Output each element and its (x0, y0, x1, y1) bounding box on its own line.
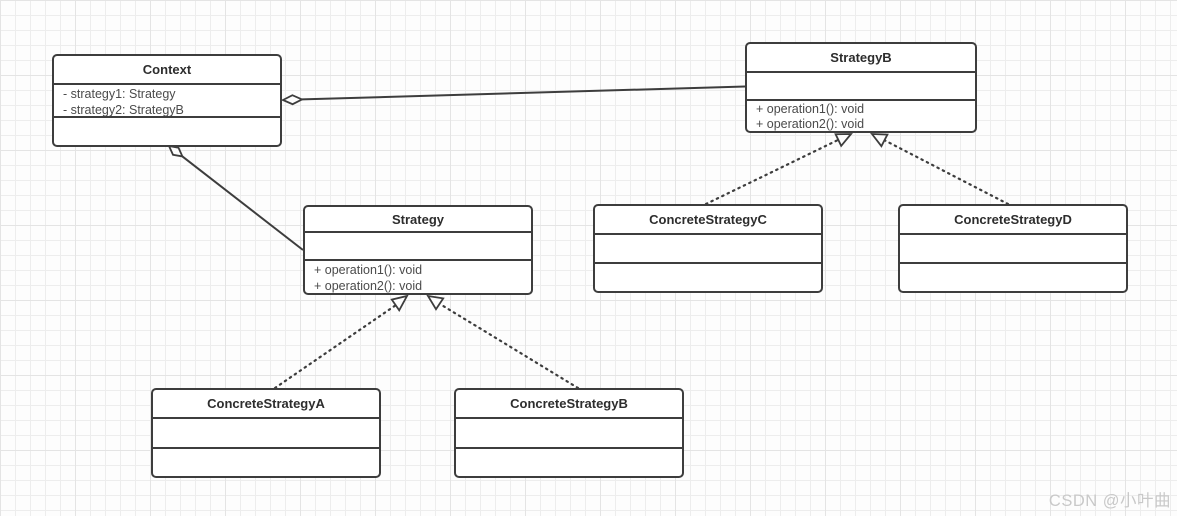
class-title: Context (142, 62, 192, 77)
edge-aggregation-context-strategyb[interactable] (280, 85, 746, 106)
class-method: + operation1(): void (756, 102, 865, 116)
class-title: ConcreteStrategyA (207, 396, 325, 411)
class-methods-compartment (900, 262, 1126, 291)
class-box-concretestrategyd[interactable]: ConcreteStrategyD (898, 204, 1128, 293)
class-box-concretestrategyc[interactable]: ConcreteStrategyC (593, 204, 823, 293)
class-attributes-compartment (900, 233, 1126, 262)
edge-aggregation-context-strategy[interactable] (167, 144, 304, 251)
class-methods-compartment: + operation1(): void + operation2(): voi… (305, 259, 531, 293)
aggregation-diamond (167, 144, 184, 158)
class-attribute: - strategy2: StrategyB (63, 103, 184, 116)
class-box-concretestrategyb[interactable]: ConcreteStrategyB (454, 388, 684, 478)
edge-realization-concretestrategyd-strategyb[interactable] (870, 133, 1010, 206)
class-method: + operation2(): void (314, 279, 423, 293)
class-methods-compartment (456, 447, 682, 476)
class-title: StrategyB (830, 50, 892, 65)
aggregation-diamond (280, 94, 305, 106)
edge-realization-concretestrategyc-strategyb[interactable] (704, 133, 853, 206)
class-attributes-compartment: - strategy1: Strategy - strategy2: Strat… (54, 83, 280, 116)
class-box-strategy[interactable]: Strategy + operation1(): void + operatio… (303, 205, 533, 295)
class-title: ConcreteStrategyD (954, 212, 1072, 227)
class-box-strategyb[interactable]: StrategyB + operation1(): void + operati… (745, 42, 977, 133)
class-title: ConcreteStrategyB (510, 396, 628, 411)
inheritance-triangle-icon (870, 133, 889, 148)
class-methods-compartment (153, 447, 379, 476)
class-method: + operation1(): void (314, 263, 423, 277)
class-attributes-compartment (305, 231, 531, 259)
class-box-context[interactable]: Context - strategy1: Strategy - strategy… (52, 54, 282, 147)
class-title: Strategy (391, 211, 445, 227)
class-methods-compartment: + operation1(): void + operation2(): voi… (747, 99, 975, 131)
inheritance-triangle-icon (426, 294, 445, 311)
class-methods-compartment (54, 116, 280, 145)
edge-realization-concretestrategya-strategy[interactable] (273, 294, 409, 390)
class-method: + operation2(): void (756, 117, 865, 131)
class-methods-compartment (595, 262, 821, 291)
edge-realization-concretestrategyb-strategy[interactable] (426, 294, 580, 390)
class-title: ConcreteStrategyC (649, 212, 767, 227)
class-attributes-compartment (153, 417, 379, 447)
watermark: CSDN @小叶曲 (1048, 492, 1171, 510)
class-attribute: - strategy1: Strategy (63, 87, 176, 101)
inheritance-triangle-icon (834, 133, 853, 148)
class-attributes-compartment (595, 233, 821, 262)
inheritance-triangle-icon (390, 294, 409, 313)
class-attributes-compartment (747, 71, 975, 99)
class-box-concretestrategya[interactable]: ConcreteStrategyA (151, 388, 381, 478)
class-attributes-compartment (456, 417, 682, 447)
